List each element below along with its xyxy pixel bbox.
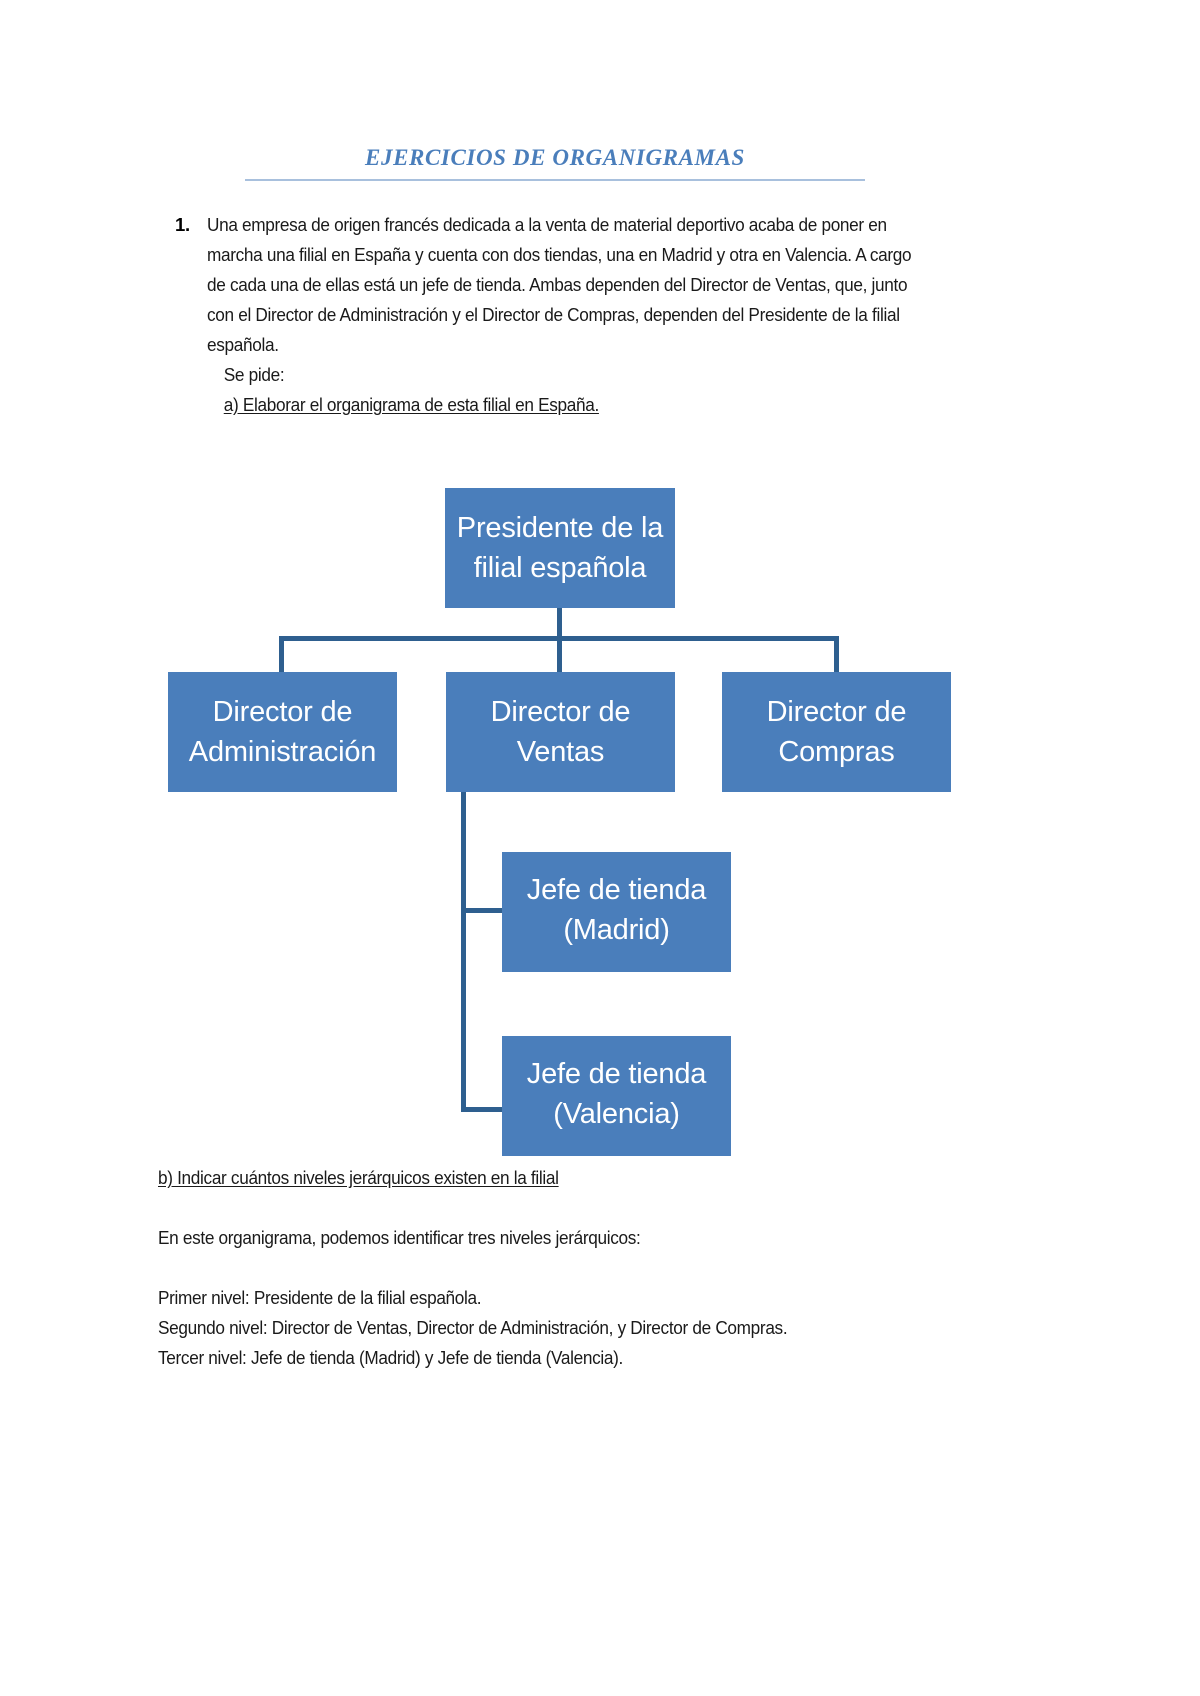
org-node-jefe-tienda-valencia: Jefe de tienda (Valencia) — [502, 1036, 731, 1156]
org-node-director-compras: Director de Compras — [722, 672, 951, 792]
se-pide-label: Se pide: — [223, 364, 285, 385]
exercise-block: 1. Una empresa de origen francés dedicad… — [175, 210, 1005, 420]
answer-block: b) Indicar cuántos niveles jerárquicos e… — [158, 1163, 1018, 1373]
connector-drop-administracion — [279, 636, 284, 672]
org-node-presidente-line2: filial española — [473, 552, 647, 584]
exercise-number: 1. — [175, 214, 190, 235]
org-node-jefe-tienda-valencia-line2: (Valencia) — [553, 1098, 680, 1130]
org-node-director-ventas-line2: Ventas — [516, 736, 605, 768]
connector-horizontal-bus — [279, 636, 839, 641]
answer-level-1: Primer nivel: Presidente de la filial es… — [158, 1287, 482, 1308]
page-title: EJERCICIOS DE ORGANIGRAMAS — [365, 145, 745, 170]
org-node-director-ventas: Director de Ventas — [446, 672, 675, 792]
answer-level-3: Tercer nivel: Jefe de tienda (Madrid) y … — [158, 1347, 623, 1368]
org-node-presidente: Presidente de la filial española — [445, 488, 675, 608]
org-node-jefe-tienda-valencia-line1: Jefe de tienda — [526, 1058, 707, 1090]
connector-ventas-spine — [461, 792, 466, 1112]
question-a: a) Elaborar el organigrama de esta filia… — [223, 394, 600, 415]
org-node-jefe-tienda-madrid-line1: Jefe de tienda — [526, 874, 707, 906]
answer-intro: En este organigrama, podemos identificar… — [158, 1227, 641, 1248]
spacer-after-question-b — [158, 1193, 1018, 1223]
org-node-director-administracion-line2: Administración — [188, 736, 377, 768]
org-node-director-administracion-line1: Director de — [212, 696, 353, 728]
spacer-after-answer-intro — [158, 1253, 1018, 1283]
exercise-statement: Una empresa de origen francés dedicada a… — [207, 214, 912, 355]
page-title-block: EJERCICIOS DE ORGANIGRAMAS — [245, 144, 865, 181]
connector-branch-valencia — [461, 1107, 506, 1112]
org-node-jefe-tienda-madrid-line2: (Madrid) — [563, 914, 670, 946]
org-node-jefe-tienda-madrid: Jefe de tienda (Madrid) — [502, 852, 731, 972]
org-node-director-compras-line2: Compras — [778, 736, 895, 768]
org-node-presidente-line1: Presidente de la — [456, 512, 664, 544]
question-b: b) Indicar cuántos niveles jerárquicos e… — [158, 1167, 559, 1188]
org-node-director-ventas-line1: Director de — [490, 696, 631, 728]
connector-drop-compras — [834, 636, 839, 672]
org-node-director-compras-line1: Director de — [766, 696, 907, 728]
connector-branch-madrid — [461, 908, 506, 913]
exercise-body: Una empresa de origen francés dedicada a… — [207, 210, 967, 420]
exercise-row: 1. Una empresa de origen francés dedicad… — [175, 210, 1005, 420]
title-divider — [245, 178, 865, 181]
org-node-director-administracion: Director de Administración — [168, 672, 397, 792]
answer-level-2: Segundo nivel: Director de Ventas, Direc… — [158, 1317, 788, 1338]
